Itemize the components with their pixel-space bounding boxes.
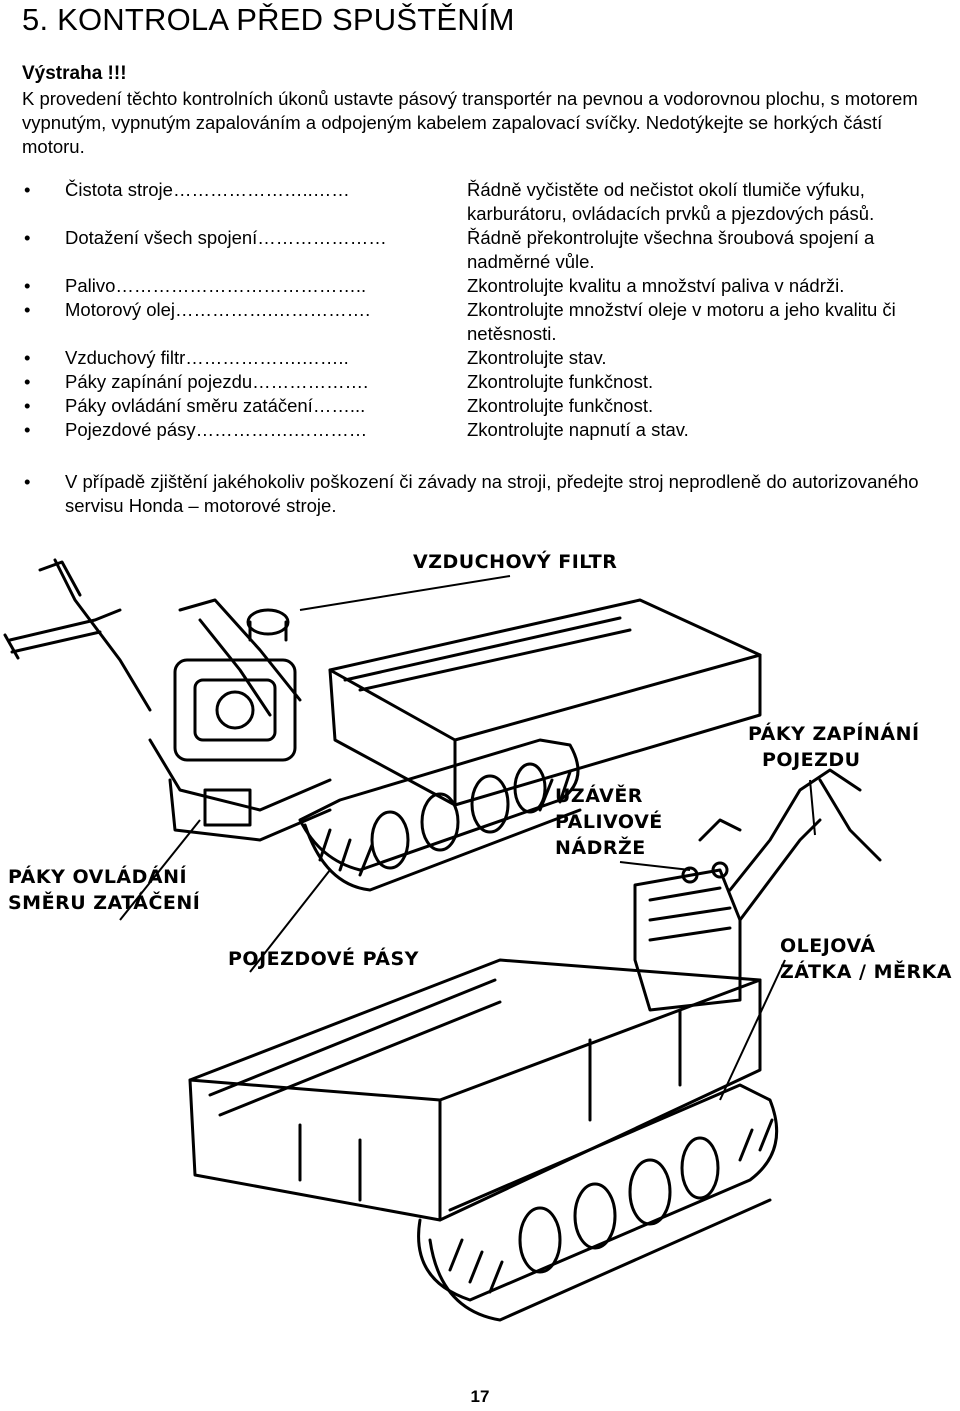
checklist-desc: Zkontrolujte funkčnost. — [467, 395, 654, 416]
label-tracks: POJEZDOVÉ PÁSY — [228, 947, 419, 970]
checklist-row: • Palivo………………………………….. Zkontrolujte kva… — [22, 274, 952, 298]
service-note-text: V případě zjištění jakéhokoliv poškození… — [65, 471, 919, 516]
page-title: 5. KONTROLA PŘED SPUŠTĚNÍM — [22, 2, 515, 37]
checklist-row: • Vzduchový filtr……………….…….. Zkontrolujt… — [22, 346, 952, 370]
bullet-icon: • — [24, 227, 31, 248]
checklist-row: • Páky ovládání směru zatáčení……... Zkon… — [22, 394, 952, 418]
checklist-row: • Pojezdové pásy…………….………… Zkontrolujte … — [22, 418, 952, 442]
checklist-row: • Čistota stroje…………………..…… Řádně vyčist… — [22, 178, 952, 226]
checklist-row: • Motorový olej…………….……………. Zkontrolujte… — [22, 298, 952, 346]
bullet-icon: • — [24, 419, 31, 440]
label-oil: ZÁTKA / MĚRKA — [780, 960, 952, 983]
label-fuel-cap: NÁDRŽE — [555, 836, 646, 859]
label-steer-levers: SMĚRU ZATÁČENÍ — [8, 890, 200, 914]
label-drive-levers: POJEZDU — [762, 749, 861, 771]
checklist-item: Vzduchový filtr……………….…….. — [65, 347, 349, 368]
checklist-desc: Zkontrolujte množství oleje v motoru a j… — [467, 299, 896, 344]
lower-machine-drawing — [188, 768, 882, 1322]
label-steer-levers: PÁKY OVLÁDÁNÍ — [8, 865, 187, 888]
checklist-desc: Zkontrolujte napnutí a stav. — [467, 419, 689, 440]
checklist-desc: Zkontrolujte stav. — [467, 347, 607, 368]
label-air-filter: VZDUCHOVÝ FILTR — [413, 549, 617, 573]
bullet-icon: • — [24, 179, 31, 200]
checklist-item: Čistota stroje…………………..…… — [65, 179, 350, 200]
carrier-illustration: VZDUCHOVÝ FILTR PÁKY ZAPÍNÁNÍ POJEZDU UZ… — [3, 549, 952, 1322]
warning-heading: Výstraha !!! — [22, 63, 127, 84]
checklist-desc: Zkontrolujte kvalitu a množství paliva v… — [467, 275, 845, 296]
checklist-item: Páky zapínání pojezdu………………. — [65, 371, 369, 392]
checklist-item: Dotažení všech spojení………………… — [65, 227, 387, 248]
bullet-icon: • — [24, 371, 31, 392]
upper-machine-drawing — [3, 558, 762, 892]
bullet-icon: • — [24, 395, 31, 416]
checklist: • Čistota stroje…………………..…… Řádně vyčist… — [22, 178, 952, 442]
label-fuel-cap: PALIVOVÉ — [555, 810, 663, 833]
checklist-item: Motorový olej…………….……………. — [65, 299, 371, 320]
bullet-icon: • — [24, 299, 31, 320]
page-number: 17 — [470, 1387, 490, 1406]
checklist-desc: Řádně překontrolujte všechna šroubová sp… — [467, 227, 875, 272]
warning-text: K provedení těchto kontrolních úkonů ust… — [22, 88, 918, 157]
bullet-icon: • — [24, 471, 31, 492]
bullet-icon: • — [24, 275, 31, 296]
label-fuel-cap: UZÁVĚR — [555, 784, 643, 807]
checklist-item: Palivo………………………………….. — [65, 275, 367, 296]
checklist-row: • Páky zapínání pojezdu………………. Zkontrolu… — [22, 370, 952, 394]
bullet-icon: • — [24, 347, 31, 368]
checklist-desc: Řádně vyčistěte od nečistot okolí tlumič… — [467, 179, 875, 224]
checklist-row: • Dotažení všech spojení………………… Řádně př… — [22, 226, 952, 274]
leader-lines — [119, 575, 816, 1101]
checklist-item: Pojezdové pásy…………….………… — [65, 419, 368, 440]
checklist-desc: Zkontrolujte funkčnost. — [467, 371, 654, 392]
checklist-item: Páky ovládání směru zatáčení……... — [65, 395, 366, 416]
label-drive-levers: PÁKY ZAPÍNÁNÍ — [748, 722, 920, 745]
label-oil: OLEJOVÁ — [780, 934, 876, 957]
